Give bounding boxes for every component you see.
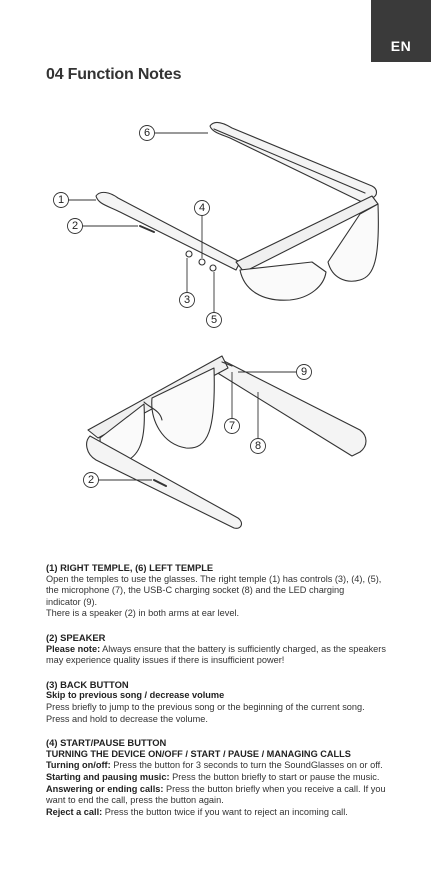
callout-5: 5 — [211, 314, 217, 326]
item-text: Press the button briefly to start or pau… — [169, 771, 380, 782]
item-text: Press the button briefly when you receiv… — [163, 783, 386, 794]
item-label: Reject a call: — [46, 806, 103, 817]
callout-2-bottom: 2 — [88, 474, 94, 486]
item-text: want to end the call, press the button a… — [46, 795, 224, 806]
callout-2: 2 — [72, 220, 78, 232]
note-text: Always ensure that the battery is suffic… — [100, 643, 386, 654]
text-line: Press and hold to decrease the volume. — [46, 713, 208, 724]
glasses-illustration: 6 1 2 4 3 5 9 7 8 2 — [53, 121, 379, 529]
item-text: Press the button for 3 seconds to turn t… — [110, 760, 383, 771]
text-line: the microphone (7), the USB-C charging s… — [46, 585, 345, 596]
text-line: Answering or ending calls: Press the but… — [46, 784, 386, 796]
item-label: Turning on/off: — [46, 760, 111, 771]
item-text: Press the button twice if you want to re… — [102, 806, 348, 817]
note-line: Please note: Always ensure that the batt… — [46, 644, 386, 656]
function-notes-text: (1) RIGHT TEMPLE, (6) LEFT TEMPLE Open t… — [46, 562, 386, 830]
text-line: There is a speaker (2) in both arms at e… — [46, 608, 240, 619]
text-line: want to end the call, press the button a… — [46, 795, 386, 807]
section-start-pause: (4) START/PAUSE BUTTON TURNING THE DEVIC… — [46, 737, 386, 818]
text-line: Press briefly to jump to the previous so… — [46, 701, 365, 712]
section-heading: (1) RIGHT TEMPLE, (6) LEFT TEMPLE — [46, 562, 214, 573]
section-subheading: Skip to previous song / decrease volume — [46, 690, 225, 701]
callout-8: 8 — [255, 440, 261, 452]
section-heading: (2) SPEAKER — [46, 631, 106, 643]
text-line: Starting and pausing music: Press the bu… — [46, 772, 386, 784]
text-line: may experience quality issues if there i… — [46, 655, 285, 666]
item-label: Answering or ending calls: — [46, 783, 164, 794]
section-subheading: TURNING THE DEVICE ON/OFF / START / PAUS… — [46, 748, 351, 759]
text-line: indicator (9). — [46, 596, 98, 607]
callout-1: 1 — [58, 194, 64, 206]
note-label: Please note: — [46, 643, 101, 654]
section-temples: (1) RIGHT TEMPLE, (6) LEFT TEMPLE Open t… — [46, 562, 386, 620]
page-title: 04 Function Notes — [46, 66, 182, 83]
text-line: Reject a call: Press the button twice if… — [46, 807, 386, 819]
text-line: Open the temples to use the glasses. The… — [46, 573, 382, 584]
text-line: Turning on/off: Press the button for 3 s… — [46, 760, 386, 772]
section-back-button: (3) BACK BUTTON Skip to previous song / … — [46, 679, 386, 725]
callout-7: 7 — [229, 420, 235, 432]
callout-4: 4 — [199, 202, 205, 214]
callout-3: 3 — [184, 294, 190, 306]
section-heading: (4) START/PAUSE BUTTON — [46, 737, 167, 749]
language-tab: EN — [371, 0, 431, 62]
callout-9: 9 — [301, 366, 307, 378]
section-speaker: (2) SPEAKER Please note: Always ensure t… — [46, 632, 386, 667]
callout-6: 6 — [144, 127, 150, 139]
section-heading: (3) BACK BUTTON — [46, 678, 129, 690]
item-label: Starting and pausing music: — [46, 771, 170, 782]
